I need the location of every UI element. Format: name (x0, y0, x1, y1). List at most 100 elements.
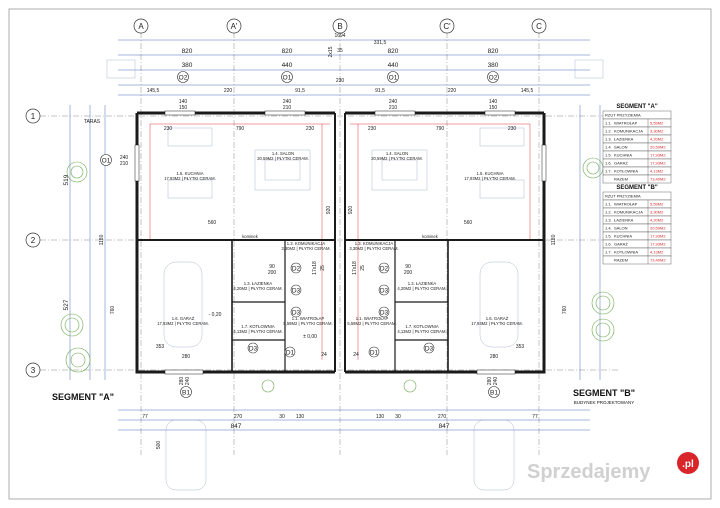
inner-dim-353-b: 353 (516, 344, 525, 350)
room-corridor-b-area: 3,30M2 | PŁYTKI CERAM. (349, 246, 398, 251)
level-mid: ± 0,00 (303, 334, 317, 340)
room-vestibule-b-area: 5,59M2 | PŁYTKI CERAM. (347, 321, 396, 326)
dim-total-2: 331,5 (374, 40, 387, 46)
inner-dim-230-b: 230 (368, 126, 377, 132)
tag-B1b-size2: 240 (493, 377, 499, 386)
room-kitchen-b: 1.5. KUCHNIA (477, 171, 504, 176)
table-a-cell-no: 1.2. (605, 129, 612, 134)
segment-a-label: SEGMENT "A" (52, 392, 114, 402)
area-table-b: SEGMENT "B" RZUT PRZYZIEMIA (602, 185, 672, 201)
door-size-a2: 200 (268, 270, 277, 276)
stairs-a: 17x18 (312, 261, 318, 275)
axis-label-A: A (138, 22, 144, 31)
table-a-cell-name: WIATROŁAP (614, 121, 638, 126)
room-vestibule-a: 1.1. WIATROŁAP (292, 316, 325, 321)
room-salon-b-area: 20,59M2 | PŁYTKI CERAM. (371, 156, 423, 161)
door-tag-D2-b: D2 (380, 266, 389, 273)
watermark-suffix: .pl (682, 459, 694, 470)
table-a-cell-val: 3,30M2 (650, 129, 664, 134)
door-size-b: 90 (405, 264, 411, 270)
axis-grid (40, 32, 620, 455)
dim-2x15: 2x15 (328, 46, 334, 57)
kominek-b: kominek (422, 234, 438, 239)
window-tag-side: O1 (102, 158, 111, 165)
dim-500: 500 (156, 441, 162, 450)
room-boiler-a: 1.7. KOTŁOWNIA (241, 324, 274, 329)
window-tags-top: O2 O1 O1 O2 140 150 240 210 240 210 140 … (100, 71, 499, 167)
table-a-cell-name: RAZEM (614, 177, 628, 182)
dim-440-1: 440 (282, 62, 293, 69)
stairs-b-2: 25 (360, 265, 366, 271)
window-tag-O1-right: O1 (389, 75, 398, 82)
table-a-cell-val: 5,59M2 (650, 121, 664, 126)
door-tags: D2 D2 D3 D3 D1 D1 D3 D3 D3 D3 90 200 90 … (247, 262, 435, 358)
segment-b-subtitle: BUDYNEK PROJEKTOWANY (574, 400, 635, 405)
left-dimensions: 519 527 1180 TARAS (63, 119, 105, 310)
table-b-cell-no: 1.2. (605, 210, 612, 215)
window-openings (134, 110, 547, 375)
inner-dim-230-b2: 230 (508, 126, 517, 132)
window-size-O2-left: 140 (179, 99, 188, 105)
dim-820-4: 820 (488, 48, 499, 55)
dim-915-2: 91,5 (375, 88, 385, 94)
door-tag-D3-f: D3 (380, 310, 389, 317)
table-b-header: RZUT PRZYZIEMIA (605, 194, 641, 199)
axis-label-B: B (337, 22, 342, 31)
window-tag-O2-left: O2 (179, 75, 188, 82)
bottom-dimensions: 847 847 30 130 270 270 130 30 77 500 77 (142, 414, 538, 449)
dim-77-a: 77 (142, 414, 148, 420)
dim-270-b: 270 (438, 414, 447, 420)
table-a-cell-val: 4,20M2 (650, 137, 664, 142)
room-bath-b-area: 4,20M2 | PŁYTKI CERAM. (397, 286, 446, 291)
window-tag-O2-right: O2 (489, 75, 498, 82)
trees-landscape (60, 157, 615, 393)
tag-B1-size2: 240 (185, 377, 191, 386)
dim-35: 35 (337, 48, 343, 54)
table-a-cell-no: 1.7. (605, 169, 612, 174)
area-table-a: SEGMENT "A" RZUT PRZYZIEMIA (602, 104, 672, 120)
table-b-cell-val: 4,13M2 (650, 250, 664, 255)
table-b-cell-no: 1.7. (605, 250, 612, 255)
table-b-cell-name: WIATROŁAP (614, 202, 638, 207)
table-a-cell-name: KUCHNIA (614, 153, 632, 158)
red-annotation-lines (149, 123, 531, 360)
tag-B1-size: 280 (179, 377, 185, 386)
table-b-cell-name: GARAŻ (614, 242, 628, 247)
window-size-O1-right: 240 (389, 99, 398, 105)
table-a-cell-val: 20,59M2 (650, 145, 666, 150)
dim-220-1: 220 (224, 88, 233, 94)
table-b-cell-no: 1.6. (605, 242, 612, 247)
top-dimensions: 1694 331,5 820 820 820 820 2x15 35 380 4… (147, 33, 534, 94)
dim-130-a: 130 (296, 414, 305, 420)
table-a-cell-no: 1.1. (605, 121, 612, 126)
room-kitchen-a: 1.5. KUCHNIA (177, 171, 204, 176)
axis-label-C: C (536, 22, 542, 31)
inner-dim-24-b: 24 (353, 352, 359, 358)
room-vestibule-a-area: 5,59M2 | PŁYTKI CERAM. (283, 321, 332, 326)
dim-30-b: 30 (395, 414, 401, 420)
furniture-layer (106, 59, 604, 491)
dim-847-a: 847 (231, 423, 242, 430)
dim-847-b: 847 (439, 423, 450, 430)
room-kitchen-b-area: 17,93M2 | PŁYTKI CERAM. (464, 176, 516, 181)
dim-820-3: 820 (388, 48, 399, 55)
table-b-cell-name: KUCHNIA (614, 234, 632, 239)
dim-380-2: 380 (488, 62, 499, 69)
inner-dim-230-a2: 230 (306, 126, 315, 132)
dim-527: 527 (63, 299, 70, 310)
table-a-cell-val: 17,93M2 (650, 161, 666, 166)
room-boiler-a-area: 4,13M2 | PŁYTKI CERAM. (233, 329, 282, 334)
inner-dim-920-a: 920 (326, 206, 332, 215)
inner-dim-920-b: 920 (348, 206, 354, 215)
room-salon-a-area: 20,59M2 | PŁYTKI CERAM. (257, 156, 309, 161)
table-b-cell-val: 3,30M2 (650, 210, 664, 215)
inner-dimensions: 230 790 230 230 790 230 560 560 353 353 … (110, 126, 568, 360)
inner-dim-760-a: 760 (110, 306, 116, 315)
door-tag-D1-b: D1 (370, 350, 379, 357)
dim-total: 1694 (334, 33, 345, 39)
door-size-b2: 200 (404, 270, 413, 276)
inner-dim-230-a: 230 (164, 126, 173, 132)
inner-dim-760-b: 760 (562, 306, 568, 315)
